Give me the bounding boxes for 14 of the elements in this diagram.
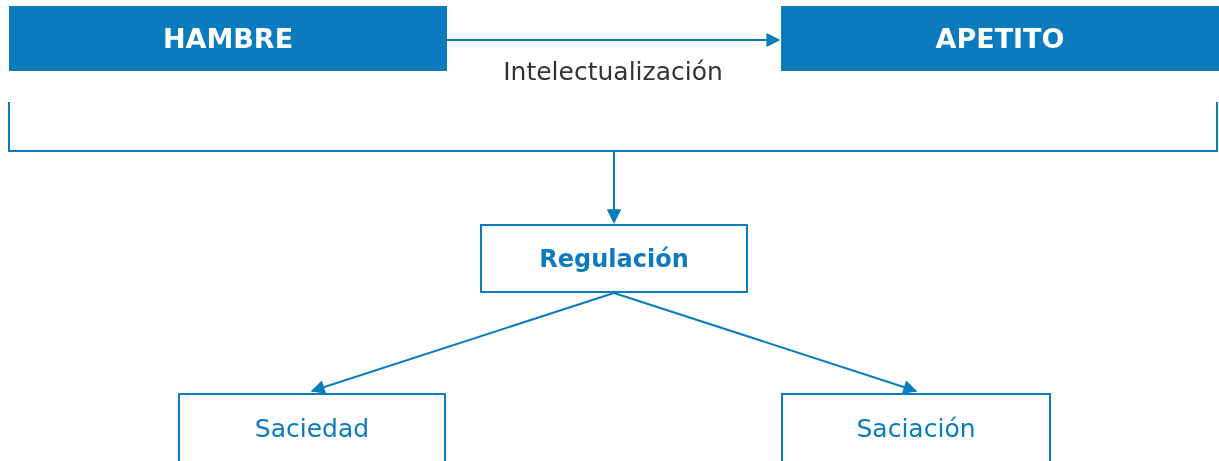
process-box <box>9 6 447 71</box>
arrow <box>607 101 1218 224</box>
process-box <box>178 393 446 461</box>
process-box <box>480 224 748 293</box>
arrow <box>613 292 918 394</box>
node-label: APETITO <box>935 23 1065 54</box>
node-label: HAMBRE <box>162 23 294 54</box>
arrow <box>310 292 615 394</box>
arrow <box>446 33 781 47</box>
process-box <box>781 393 1051 461</box>
node-label: Regulación <box>539 244 689 273</box>
node-label: Saciedad <box>254 413 370 443</box>
process-box <box>781 6 1219 71</box>
node-label: Saciación <box>856 413 976 443</box>
